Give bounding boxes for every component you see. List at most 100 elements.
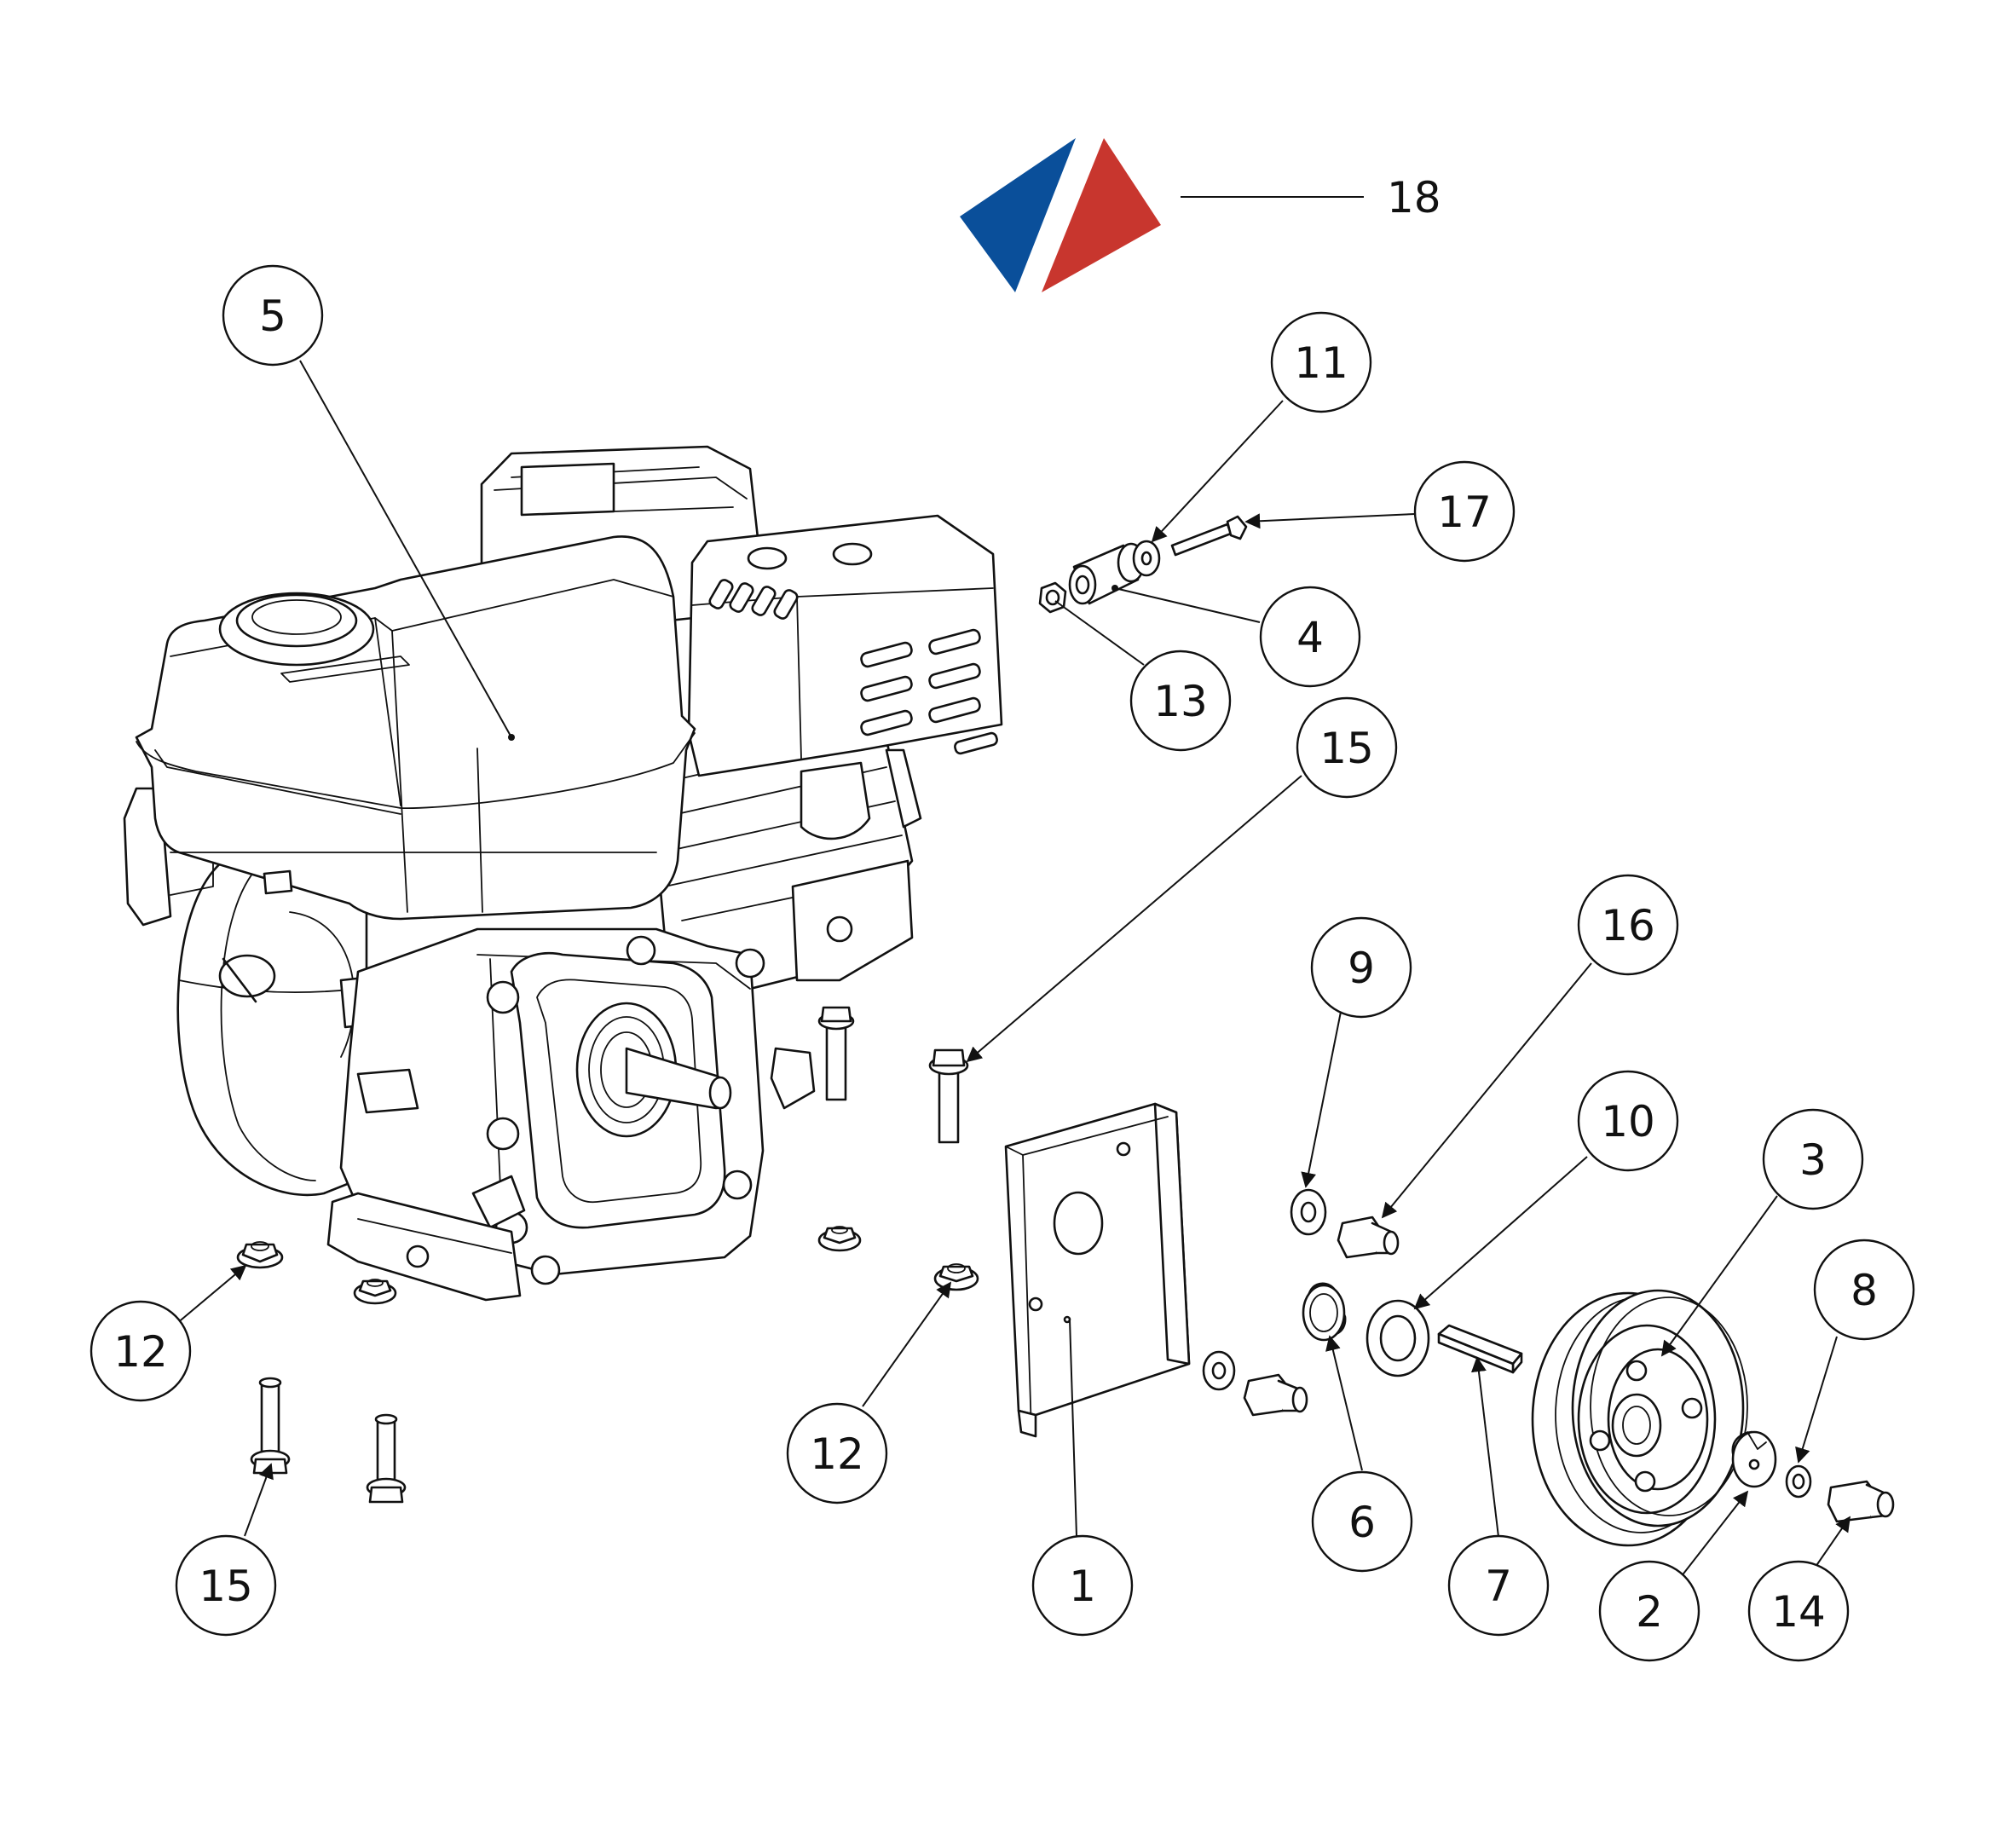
leader-7 [1470, 1356, 1499, 1538]
callout-circle [1296, 696, 1398, 799]
callout-label: 17 [1437, 488, 1492, 537]
plate-hole-large [1053, 1191, 1104, 1256]
fuel-cap [235, 593, 358, 648]
flange-bolt-15-upper-b [928, 1048, 969, 1144]
muffler-port-right [832, 542, 873, 566]
bolt-14 [1827, 1480, 1895, 1523]
callout-15: 15 [1296, 696, 1398, 799]
callout-circle [175, 1534, 277, 1637]
flange-nut-12-left [236, 1241, 284, 1269]
spacer-tube-4 [1068, 542, 1146, 605]
plate-bolt [1243, 1373, 1308, 1417]
exhaust-elbow [800, 761, 871, 840]
leader-12-center [862, 1281, 952, 1407]
callout-circle [89, 1300, 192, 1402]
callout-label: 15 [1319, 724, 1374, 773]
callout-circle [1031, 1534, 1134, 1637]
callout-circle [1311, 1470, 1413, 1573]
callout-8: 8 [1813, 1239, 1915, 1341]
callout-9: 9 [1310, 916, 1412, 1019]
callout-2: 2 [1598, 1560, 1700, 1662]
pulley-3 [1531, 1289, 1748, 1547]
callout-label: 12 [113, 1327, 168, 1377]
leader-15-upper [966, 775, 1302, 1063]
pulley-bolts [1589, 1360, 1703, 1493]
plate-hole-small [1116, 1141, 1131, 1157]
callout-label: 16 [1601, 901, 1655, 950]
recoil-housing [176, 851, 368, 1197]
callout-17: 17 [1413, 460, 1516, 563]
callout-4: 4 [1259, 586, 1361, 688]
muffler-body [687, 514, 1003, 777]
oil-filler-cap [471, 1175, 526, 1229]
callout-label: 9 [1348, 944, 1375, 993]
muffler-port-left [747, 546, 788, 570]
callout-6: 6 [1311, 1470, 1413, 1573]
callout-label: 7 [1485, 1562, 1512, 1611]
callout-11: 11 [1270, 311, 1372, 413]
leader-5 [299, 360, 512, 738]
callout-label: 11 [1294, 338, 1348, 388]
leader-10 [1413, 1156, 1588, 1310]
retainer-2 [1731, 1430, 1777, 1488]
brand-logo [960, 138, 1161, 292]
cylinder-side-plate [791, 859, 914, 982]
leader-3 [1660, 1195, 1778, 1357]
washer-11 [1132, 540, 1161, 577]
callout-label: 5 [259, 292, 286, 341]
callout-label: 12 [810, 1429, 864, 1479]
callout-5: 5 [222, 264, 324, 367]
nut-13 [1038, 581, 1067, 614]
muffler-slots-front [708, 579, 799, 620]
bolt-17 [1170, 515, 1248, 557]
leader-15-lower [244, 1463, 274, 1537]
muffler-slots-side [860, 628, 998, 755]
leader-6 [1325, 1335, 1363, 1471]
callout-1: 1 [1031, 1534, 1134, 1637]
callout-circle [786, 1402, 888, 1504]
leader-17 [1244, 513, 1416, 529]
callout-16: 16 [1577, 874, 1679, 976]
callout-label: 8 [1851, 1266, 1878, 1315]
callout-13: 13 [1129, 650, 1232, 752]
callout-circle [1259, 586, 1361, 688]
callout-circle [1447, 1534, 1550, 1637]
washer-9 [1290, 1188, 1327, 1236]
recoil-housing-rim [220, 869, 316, 1181]
flange-nut-12-base [353, 1279, 397, 1305]
choke-knob [218, 954, 276, 998]
bolt-16 [1337, 1216, 1400, 1259]
leader-16 [1381, 962, 1592, 1219]
leader-9 [1301, 994, 1345, 1188]
callout-label: 4 [1296, 613, 1324, 662]
logo-blue-triangle [960, 138, 1076, 292]
washer-10 [1366, 1299, 1430, 1377]
callout-circle [1577, 874, 1679, 976]
callout-7: 7 [1447, 1534, 1550, 1637]
callout-circle [1747, 1560, 1850, 1662]
callout-label: 1 [1069, 1562, 1096, 1611]
callout-circle [1598, 1560, 1700, 1662]
mounting-plate [1004, 1102, 1191, 1438]
callout-10: 10 [1577, 1070, 1679, 1172]
leader-14 [1815, 1516, 1851, 1568]
lock-washer-8 [1785, 1464, 1812, 1499]
key-7 [1437, 1324, 1523, 1374]
flange-bolt-15-lower-b [366, 1413, 407, 1504]
callout-label: 10 [1601, 1097, 1655, 1146]
flange-nut-12-center [817, 1226, 862, 1252]
spacer-6 [1302, 1282, 1347, 1342]
callout-circle [1813, 1239, 1915, 1341]
plate-washer [1202, 1350, 1236, 1391]
callout-circle [1129, 650, 1232, 752]
callout-label: 18 [1387, 173, 1441, 222]
leader-11 [1151, 400, 1284, 543]
fuel-tank-seam [136, 732, 696, 810]
callout-label: 2 [1636, 1587, 1663, 1637]
callout-circle [1413, 460, 1516, 563]
flange-bolt-15-lower-a [250, 1377, 291, 1475]
callout-circle [1577, 1070, 1679, 1172]
